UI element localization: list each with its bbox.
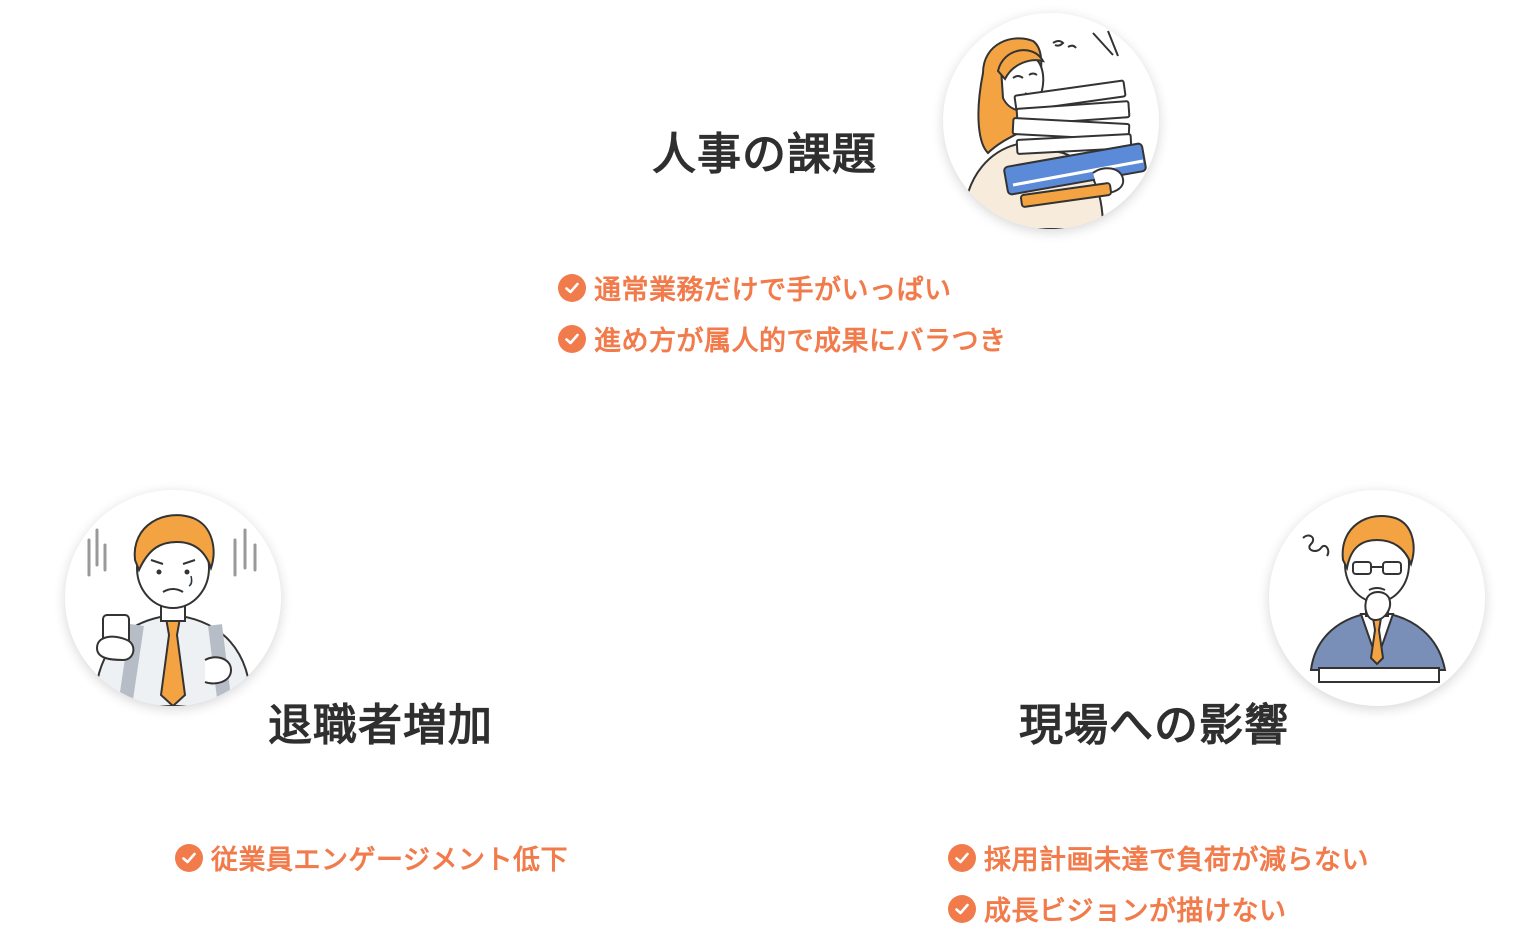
check-circle-icon [948,894,976,923]
list-item-label: 通常業務だけで手がいっぱい [594,275,952,306]
list-item: 進め方が属人的で成果にバラつき [558,313,1007,364]
overwhelmed-hr-worker-icon [943,13,1159,229]
list-item-label: 進め方が属人的で成果にバラつき [594,326,1007,357]
list-item: 通常業務だけで手がいっぱい [558,262,1007,313]
check-circle-icon [175,843,203,872]
turnover-list: 従業員エンゲージメント低下 [175,832,568,883]
check-circle-icon [558,324,586,353]
check-circle-icon [558,273,586,302]
list-item: 従業員エンゲージメント低下 [175,832,568,883]
hr-issues-list: 通常業務だけで手がいっぱい 進め方が属人的で成果にバラつき [558,262,1007,364]
field-impact-section: 現場への影響 採用計画未達で負荷が減らない 成長ビジョンが描けない [760,480,1539,927]
list-item: 成長ビジョンが描けない [948,883,1369,934]
turnover-title: 退職者増加 [268,700,493,751]
list-item-label: 採用計画未達で負荷が減らない [984,845,1369,876]
troubled-manager-icon [1269,490,1485,706]
list-item-label: 従業員エンゲージメント低下 [211,845,568,876]
list-item: 採用計画未達で負荷が減らない [948,832,1369,883]
worried-employee-icon [65,490,281,706]
hr-issues-title: 人事の課題 [652,129,877,180]
field-impact-list: 採用計画未達で負荷が減らない 成長ビジョンが描けない [948,832,1369,934]
check-circle-icon [948,843,976,872]
list-item-label: 成長ビジョンが描けない [984,896,1287,927]
hr-issues-section: 人事の課題 [0,0,1539,380]
turnover-section: 退職者増加 従業員エンゲージメント低下 [0,480,760,924]
field-impact-title: 現場への影響 [1019,700,1289,751]
